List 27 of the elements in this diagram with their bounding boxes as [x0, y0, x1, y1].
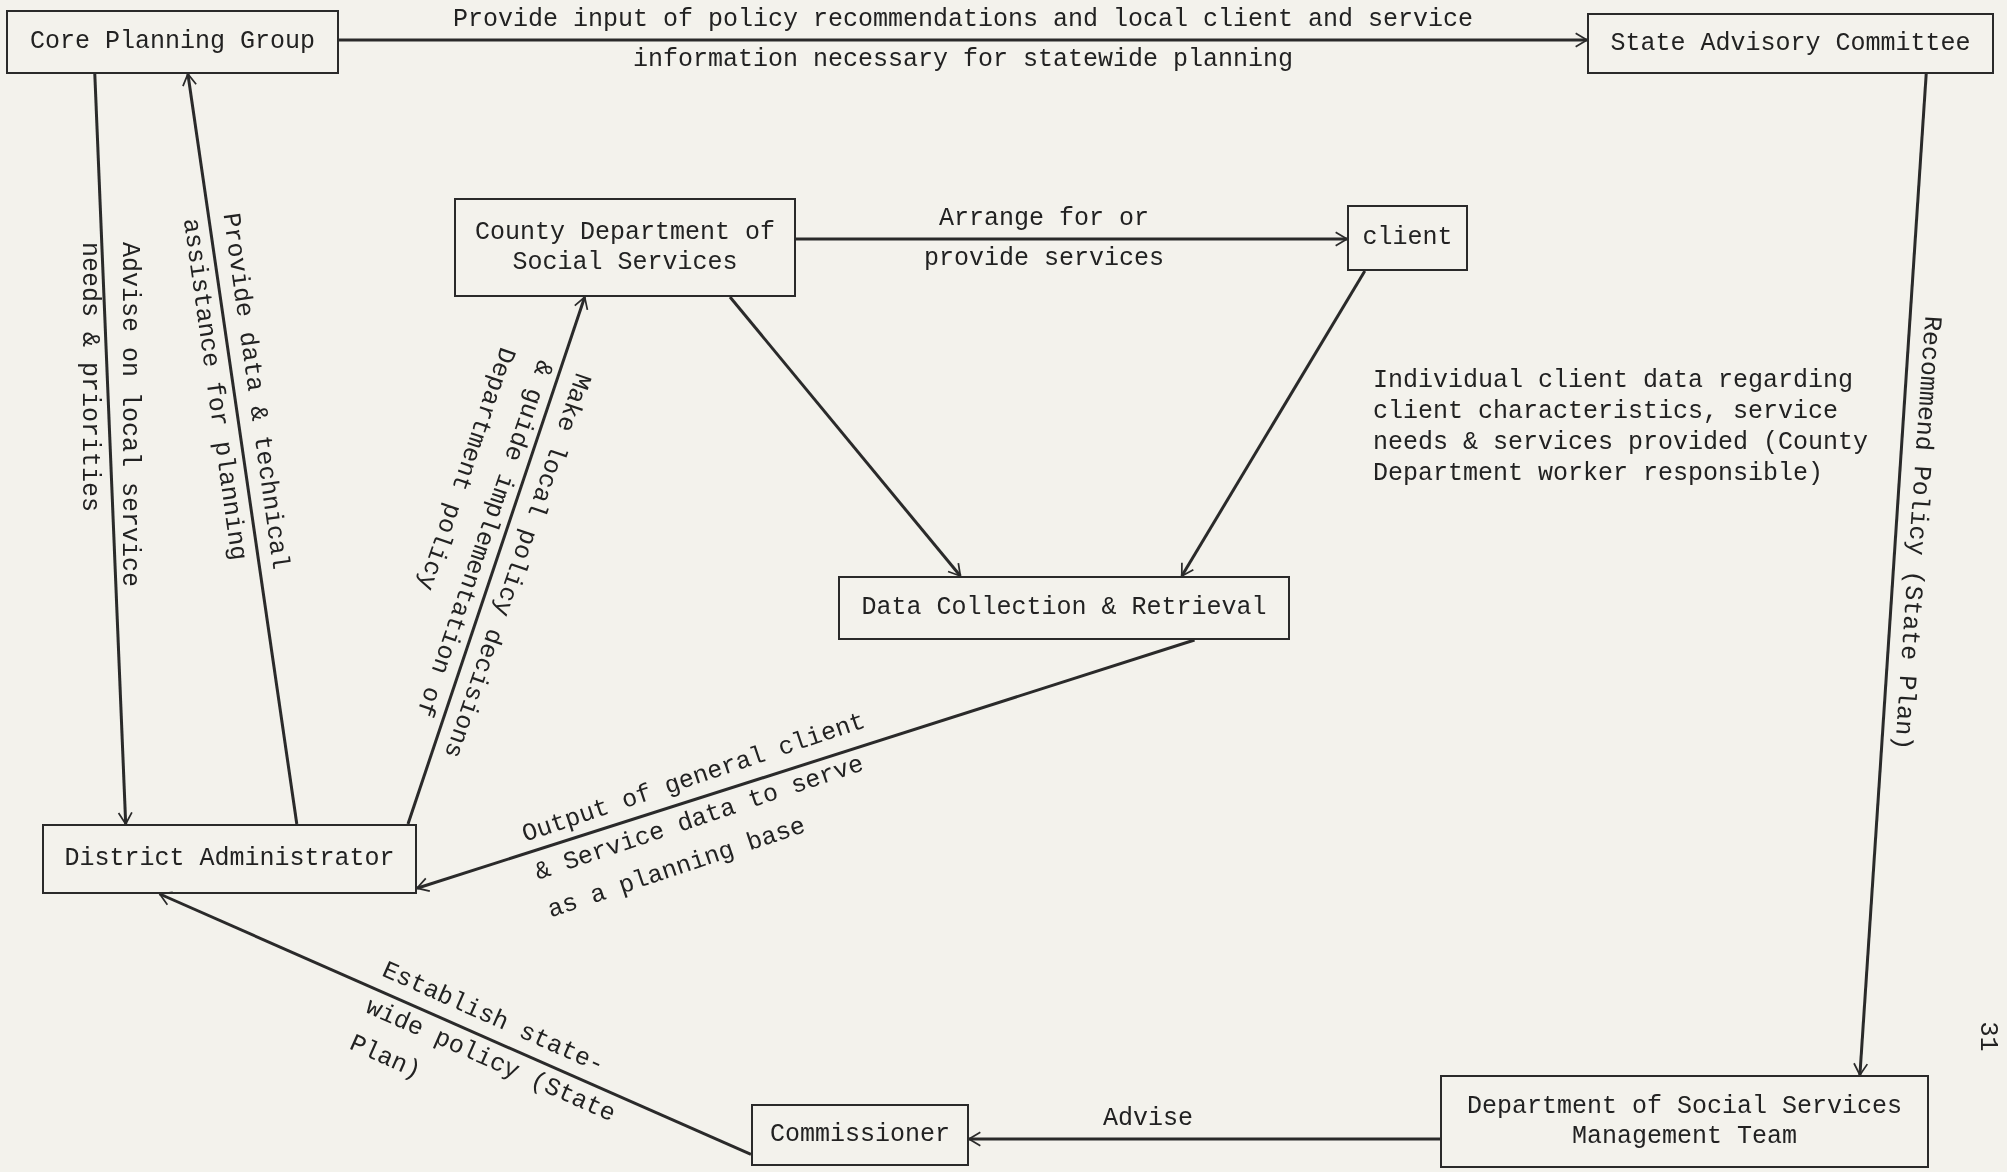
page-number: 31: [1972, 1021, 2002, 1052]
process-box: Department of Social Services Management Team: [1440, 1075, 1929, 1168]
process-box: District Administrator: [42, 824, 417, 894]
arrow: [1180, 270, 1367, 577]
process-box: Data Collection & Retrieval: [838, 576, 1290, 640]
edge-label: Recommend Policy (State Plan): [1885, 315, 1948, 754]
arrow: [406, 296, 589, 825]
process-box: Commissioner: [751, 1104, 969, 1166]
process-box: Core Planning Group: [6, 10, 339, 74]
arrow: [158, 891, 752, 1156]
edge-label: Arrange for or provide services: [922, 203, 1165, 275]
edge-label: Advise: [1101, 1103, 1194, 1135]
process-box: client: [1347, 205, 1468, 271]
process-box: County Department of Social Services: [454, 198, 796, 297]
edge-label: Provide data & technical assistance for planning: [174, 210, 296, 574]
arrow: [182, 73, 299, 825]
edge-label: Advise on local service needs & priorities: [74, 241, 146, 589]
arrow: [796, 231, 1348, 247]
arrow: [339, 32, 1588, 48]
arrow: [1853, 73, 1928, 1076]
arrow: [728, 296, 962, 577]
arrow: [968, 1131, 1440, 1147]
process-box: State Advisory Committee: [1587, 13, 1994, 74]
edge-label: Individual client data regarding client characteristics, service needs & services provided (County Department worker responsible): [1373, 365, 1870, 489]
arrow: [93, 73, 133, 825]
arrow: [416, 638, 1195, 892]
edge-label: Provide input of policy recommendations and local client and service information necessary for statewide planning: [451, 4, 1475, 76]
